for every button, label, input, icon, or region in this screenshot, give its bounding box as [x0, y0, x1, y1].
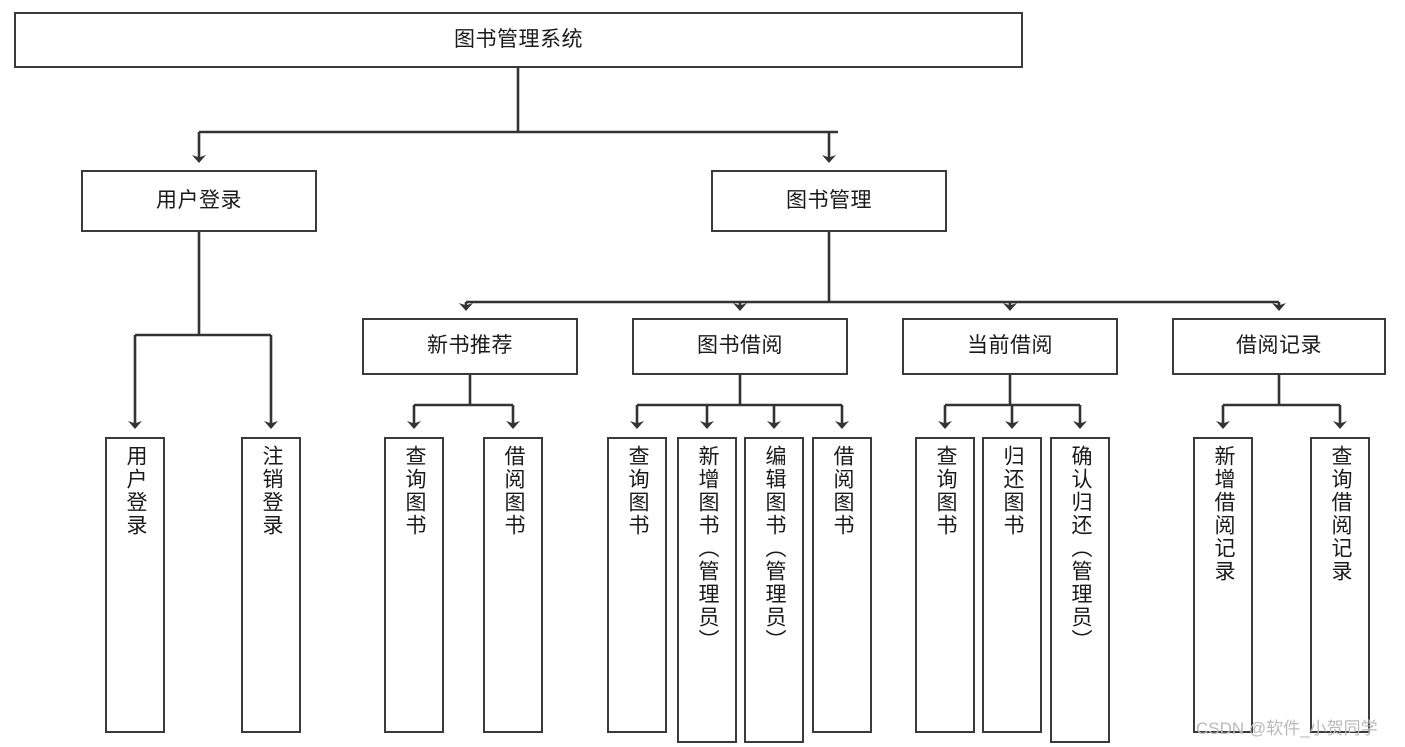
- node-book-borrow[interactable]: 图书借阅: [632, 318, 848, 375]
- leaf-borrow-books-recommend[interactable]: 借阅图书: [483, 437, 543, 733]
- node-label: 图书管理: [786, 188, 872, 212]
- node-label: 确认归还（管理员）: [1069, 445, 1093, 652]
- leaf-user-login[interactable]: 用户登录: [105, 437, 165, 733]
- node-label: 查询图书: [626, 445, 650, 537]
- node-label: 归还图书: [1001, 445, 1025, 537]
- node-user-login[interactable]: 用户登录: [81, 170, 317, 232]
- node-label: 借阅记录: [1236, 334, 1322, 358]
- node-book-management[interactable]: 图书管理: [711, 170, 947, 232]
- leaf-borrow-books-borrow[interactable]: 借阅图书: [812, 437, 872, 733]
- leaf-return-books[interactable]: 归还图书: [982, 437, 1042, 733]
- node-current-borrow[interactable]: 当前借阅: [902, 318, 1118, 375]
- node-label: 图书借阅: [697, 334, 783, 358]
- leaf-add-borrow-record[interactable]: 新增借阅记录: [1193, 437, 1253, 733]
- node-label: 图书管理系统: [454, 27, 583, 51]
- leaf-query-books-borrow[interactable]: 查询图书: [607, 437, 667, 733]
- node-label: 查询图书: [403, 445, 427, 537]
- node-new-book-recommend[interactable]: 新书推荐: [362, 318, 578, 375]
- leaf-logout[interactable]: 注销登录: [241, 437, 301, 733]
- node-label: 查询借阅记录: [1329, 445, 1353, 583]
- node-label: 编辑图书（管理员）: [763, 445, 787, 652]
- leaf-edit-book-admin[interactable]: 编辑图书（管理员）: [744, 437, 804, 743]
- leaf-confirm-return-admin[interactable]: 确认归还（管理员）: [1050, 437, 1110, 743]
- node-label: 注销登录: [260, 445, 284, 537]
- node-label: 当前借阅: [967, 334, 1053, 358]
- node-label: 新增图书（管理员）: [696, 445, 720, 652]
- node-label: 新书推荐: [427, 334, 513, 358]
- leaf-query-books-recommend[interactable]: 查询图书: [384, 437, 444, 733]
- node-label: 用户登录: [156, 188, 242, 212]
- node-label: 借阅图书: [502, 445, 526, 537]
- node-borrow-records[interactable]: 借阅记录: [1172, 318, 1386, 375]
- node-label: 用户登录: [124, 445, 148, 537]
- node-label: 新增借阅记录: [1212, 445, 1236, 583]
- node-root-system[interactable]: 图书管理系统: [14, 12, 1023, 68]
- leaf-query-books-current[interactable]: 查询图书: [915, 437, 975, 733]
- leaf-query-borrow-record[interactable]: 查询借阅记录: [1310, 437, 1370, 733]
- leaf-add-book-admin[interactable]: 新增图书（管理员）: [677, 437, 737, 743]
- node-label: 查询图书: [934, 445, 958, 537]
- node-label: 借阅图书: [831, 445, 855, 537]
- watermark-text: CSDN @软件_小贺同学: [1196, 719, 1378, 738]
